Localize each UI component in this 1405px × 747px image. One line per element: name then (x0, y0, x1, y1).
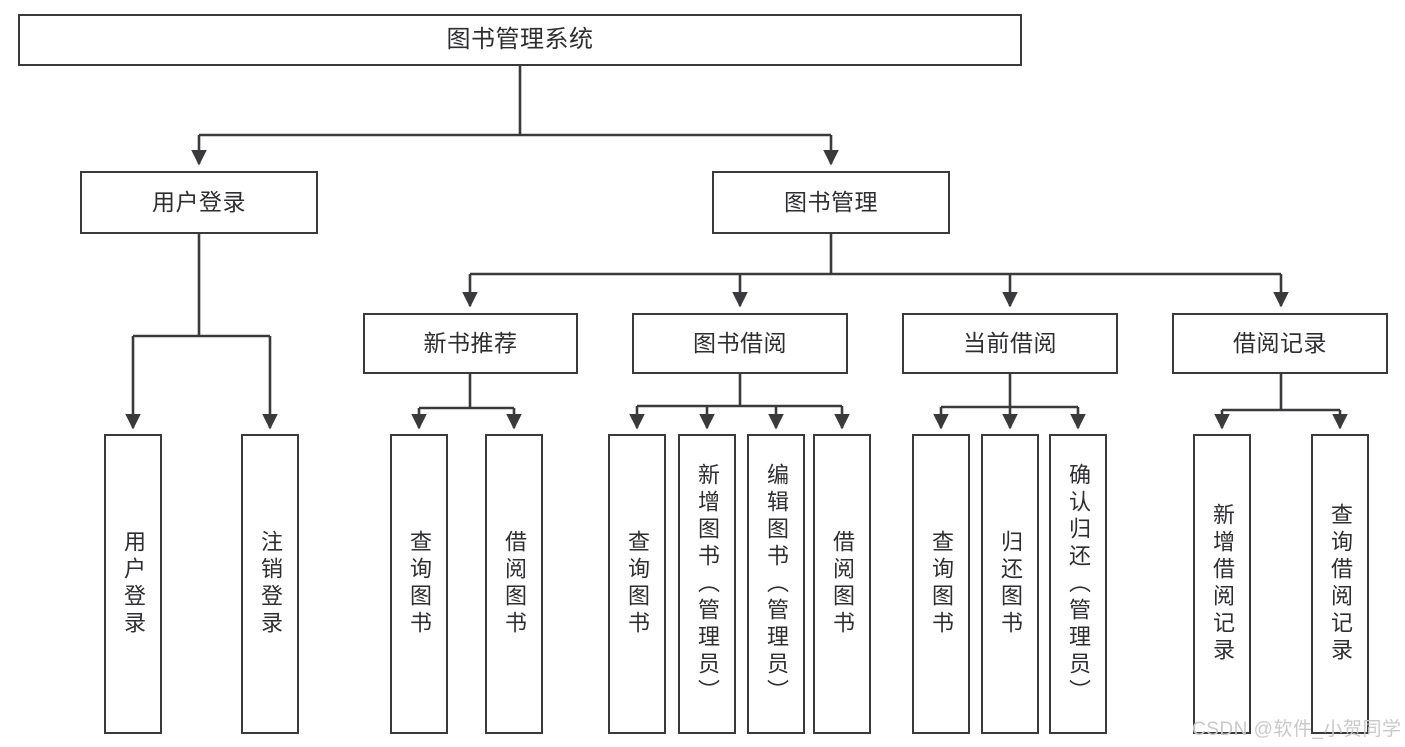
node-label: 用户登录 (121, 530, 146, 638)
node-label: 图书借阅 (693, 329, 787, 356)
leaf-book-borrow-edit-book-admin[interactable]: 编辑图书（管理员） (747, 434, 805, 734)
leaf-current-borrow-confirm-return-admin[interactable]: 确认归还（管理员） (1049, 434, 1107, 734)
leaf-borrow-record-add-record[interactable]: 新增借阅记录 (1193, 434, 1251, 734)
node-label: 借阅图书 (502, 530, 527, 638)
node-label: 图书管理 (784, 188, 878, 215)
leaf-user-login-login[interactable]: 用户登录 (104, 434, 162, 734)
node-label: 用户登录 (152, 188, 246, 215)
leaf-book-borrow-borrow-books[interactable]: 借阅图书 (813, 434, 871, 734)
leaf-book-borrow-query-books[interactable]: 查询图书 (608, 434, 666, 734)
node-label: 借阅记录 (1233, 329, 1327, 356)
node-book-borrowing[interactable]: 图书借阅 (632, 313, 848, 374)
node-label: 查询图书 (407, 530, 432, 638)
leaf-current-borrow-query-books[interactable]: 查询图书 (912, 434, 970, 734)
node-label: 查询借阅记录 (1328, 503, 1353, 665)
leaf-borrow-record-query-record[interactable]: 查询借阅记录 (1311, 434, 1369, 734)
node-label: 新书推荐 (423, 329, 518, 356)
leaf-new-book-query-books[interactable]: 查询图书 (390, 434, 448, 734)
node-label: 编辑图书（管理员） (764, 462, 789, 706)
node-label: 注销登录 (258, 530, 283, 638)
node-new-book-recommendation[interactable]: 新书推荐 (363, 313, 578, 374)
node-borrow-records[interactable]: 借阅记录 (1172, 313, 1388, 374)
node-label: 借阅图书 (830, 530, 855, 638)
node-label: 当前借阅 (963, 329, 1057, 356)
leaf-current-borrow-return-books[interactable]: 归还图书 (981, 434, 1039, 734)
node-user-login[interactable]: 用户登录 (80, 171, 318, 234)
leaf-new-book-borrow-books[interactable]: 借阅图书 (485, 434, 543, 734)
node-book-management[interactable]: 图书管理 (712, 171, 950, 234)
node-label: 查询图书 (625, 530, 650, 638)
leaf-book-borrow-add-book-admin[interactable]: 新增图书（管理员） (678, 434, 736, 734)
csdn-watermark: CSDN @软件_小贺同学 (1192, 719, 1402, 740)
node-current-borrowing[interactable]: 当前借阅 (902, 313, 1118, 374)
node-label: 图书管理系统 (446, 25, 594, 53)
leaf-user-login-logout[interactable]: 注销登录 (241, 434, 299, 734)
node-label: 查询图书 (929, 530, 954, 638)
node-root-book-management-system[interactable]: 图书管理系统 (18, 14, 1022, 66)
node-label: 新增借阅记录 (1210, 503, 1235, 665)
node-label: 归还图书 (998, 530, 1023, 638)
node-label: 确认归还（管理员） (1066, 462, 1091, 706)
node-label: 新增图书（管理员） (695, 462, 720, 706)
